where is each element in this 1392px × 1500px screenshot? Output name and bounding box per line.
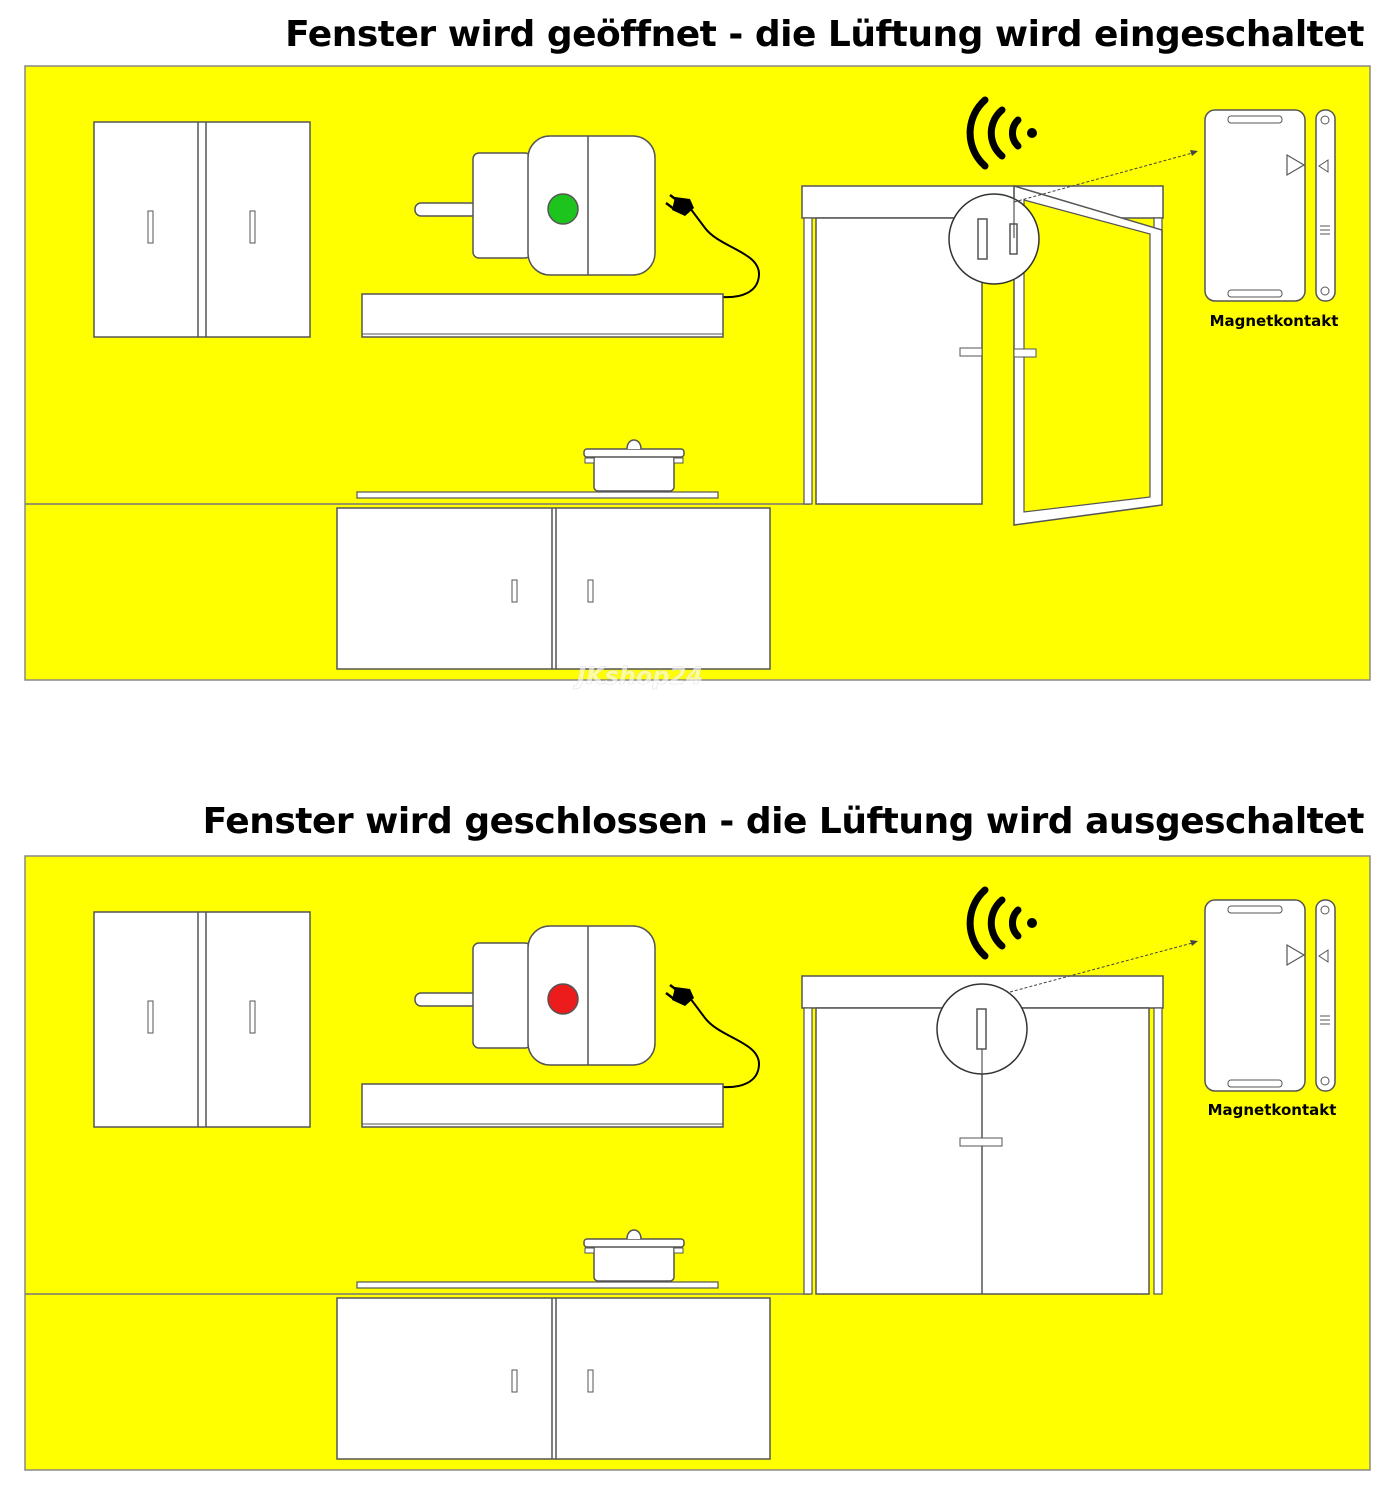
magnetic-contact-icon (1204, 109, 1336, 302)
lower-cabinet (336, 1297, 771, 1460)
cabinet-handle (147, 210, 154, 244)
smart-plug-icon (414, 925, 656, 1066)
wireless-signal-icon (966, 886, 1037, 960)
status-led-red (547, 983, 579, 1015)
cooking-pot-icon (356, 439, 719, 499)
scene-window-open: Magnetkontakt JKshop24 (24, 65, 1371, 690)
pointer-line (1013, 151, 1197, 203)
scene-window-closed: Magnetkontakt (24, 855, 1371, 1471)
shelf (361, 1083, 724, 1128)
panel-title-closed: Fenster wird geschlossen - die Lüftung w… (202, 801, 1365, 842)
panel-title-open: Fenster wird geöffnet - die Lüftung wird… (285, 14, 1364, 55)
magnetic-contact-icon (1204, 899, 1336, 1092)
cabinet-handle (249, 210, 256, 244)
window-closed (801, 975, 1164, 1295)
cabinet-handle (511, 1369, 518, 1393)
wall-cabinet (93, 911, 311, 1128)
cabinet-handle (587, 579, 594, 603)
cabinet-handle (511, 579, 518, 603)
shelf (361, 293, 724, 338)
lower-cabinet (336, 507, 771, 670)
power-plug-icon (665, 984, 761, 1089)
status-led-green (547, 193, 579, 225)
cabinet-handle (147, 1000, 154, 1034)
smart-plug-icon (414, 135, 656, 276)
wall-cabinet (93, 121, 311, 338)
watermark: JKshop24 (573, 662, 703, 690)
sensor-label: Magnetkontakt (1210, 312, 1339, 330)
pointer-line (1009, 941, 1197, 993)
wireless-signal-icon (966, 96, 1037, 170)
sensor-label: Magnetkontakt (1208, 1101, 1337, 1119)
cabinet-handle (587, 1369, 594, 1393)
power-plug-icon (665, 194, 761, 299)
cooking-pot-icon (356, 1229, 719, 1289)
cabinet-handle (249, 1000, 256, 1034)
sensor-magnifier (948, 193, 1040, 285)
window-open (801, 184, 1164, 526)
